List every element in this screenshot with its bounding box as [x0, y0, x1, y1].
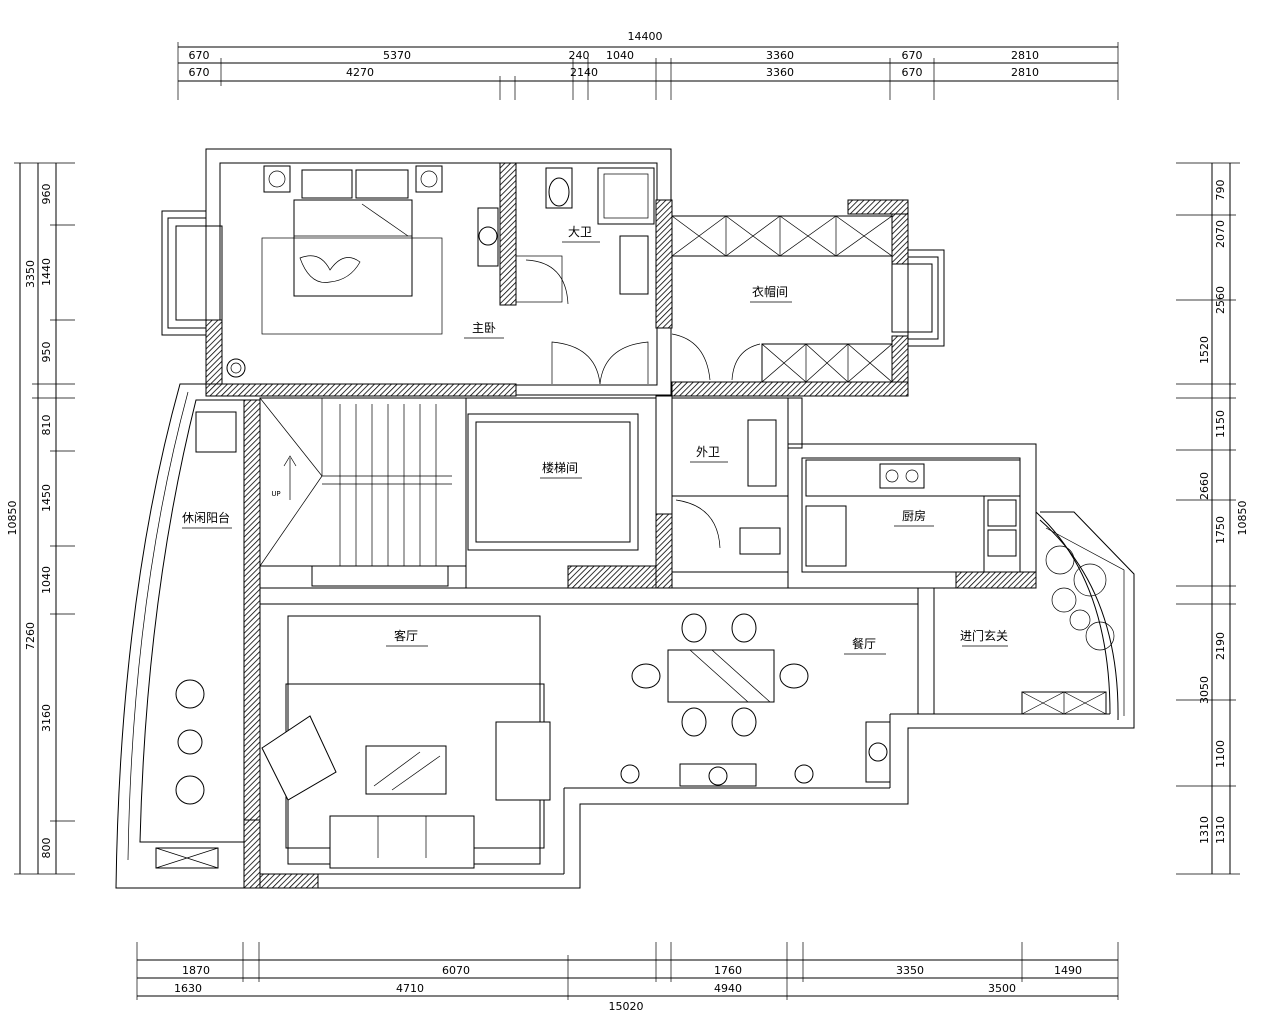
right-dim-2: 2560: [1214, 286, 1227, 314]
left-dim-7: 800: [40, 838, 53, 859]
left-dim-5: 1040: [40, 566, 53, 594]
left-dim-lower: 7260: [24, 622, 37, 650]
left-dim-0: 960: [40, 184, 53, 205]
right-dim-9: 1100: [1214, 740, 1227, 768]
top-dim-r1-2: 240: [569, 49, 590, 62]
right-dim-11: 1310: [1214, 816, 1227, 844]
bottom-dim-r1-4: 1490: [1054, 964, 1082, 977]
bottom-dim-r2-2: 4940: [714, 982, 742, 995]
left-dim-2: 950: [40, 342, 53, 363]
room-cloakroom: 衣帽间: [752, 284, 788, 299]
bed: [293, 199, 413, 297]
top-dim-r1-6: 2810: [1011, 49, 1039, 62]
left-dim-upper: 3350: [24, 260, 37, 288]
right-dim-8: 3050: [1198, 676, 1211, 704]
left-overall-dim: 10850: [6, 501, 19, 536]
bottom-dim-r1-0: 1870: [182, 964, 210, 977]
room-kitchen: 厨房: [902, 508, 926, 523]
top-dim-r1-3: 1040: [606, 49, 634, 62]
left-dim-4: 1450: [40, 484, 53, 512]
top-dim-r2-2: 2140: [570, 66, 598, 79]
top-dim-r1-5: 670: [902, 49, 923, 62]
top-dim-r2-1: 4270: [346, 66, 374, 79]
bottom-dim-r1-2: 1760: [714, 964, 742, 977]
right-dimensions: 10850 790 2070 2560 1520 1150 2660 1750 …: [1176, 162, 1249, 875]
bottom-dim-r2-3: 3500: [988, 982, 1016, 995]
right-dim-6: 1750: [1214, 516, 1227, 544]
left-dimensions: 10850 3350 7260 960 1440 950 810 1450 10…: [6, 162, 75, 875]
top-overall-dim: 14400: [628, 30, 663, 43]
room-guest-bath: 外卫: [696, 445, 720, 459]
top-dim-r1-0: 670: [189, 49, 210, 62]
bottom-overall-dim: 15020: [609, 1000, 644, 1013]
furniture: [155, 165, 1115, 869]
right-dim-3: 1520: [1198, 336, 1211, 364]
bottom-dim-r1-3: 3350: [896, 964, 924, 977]
right-dim-7: 2190: [1214, 632, 1227, 660]
top-dim-r2-4: 670: [902, 66, 923, 79]
room-entrance: 进门玄关: [960, 628, 1008, 643]
room-labels: 主卧 大卫 衣帽间 休闲阳台 楼梯间 外卫 厨房 客厅 餐厅 进门玄关 UP: [182, 225, 1008, 655]
room-staircase: 楼梯间: [542, 460, 578, 475]
right-dim-0: 790: [1214, 180, 1227, 201]
top-dim-r2-5: 2810: [1011, 66, 1039, 79]
left-dim-6: 3160: [40, 704, 53, 732]
bottom-dim-r2-1: 4710: [396, 982, 424, 995]
right-dim-10: 1310: [1198, 816, 1211, 844]
right-dim-5: 2660: [1198, 472, 1211, 500]
bottom-dim-r1-1: 6070: [442, 964, 470, 977]
bottom-dim-r2-0: 1630: [174, 982, 202, 995]
room-master-bedroom: 主卧: [472, 321, 496, 335]
right-dim-1: 2070: [1214, 220, 1227, 248]
right-dim-4: 1150: [1214, 410, 1227, 438]
top-dimensions: 14400 670 5370 240 1040 3360 670 2810 67…: [177, 30, 1119, 100]
room-bathroom-main: 大卫: [568, 225, 592, 239]
left-dim-3: 810: [40, 415, 53, 436]
top-dim-r2-3: 3360: [766, 66, 794, 79]
top-dim-r2-0: 670: [189, 66, 210, 79]
top-dim-r1-1: 5370: [383, 49, 411, 62]
room-leisure-balcony: 休闲阳台: [182, 510, 230, 525]
left-dim-1: 1440: [40, 258, 53, 286]
stair-up-label: UP: [271, 490, 280, 498]
top-dim-r1-4: 3360: [766, 49, 794, 62]
room-dining: 餐厅: [852, 636, 876, 651]
bottom-dimensions: 1870 6070 1760 3350 1490 1630 4710 4940 …: [136, 942, 1119, 1013]
right-overall-dim: 10850: [1236, 501, 1249, 536]
room-living: 客厅: [394, 628, 418, 643]
